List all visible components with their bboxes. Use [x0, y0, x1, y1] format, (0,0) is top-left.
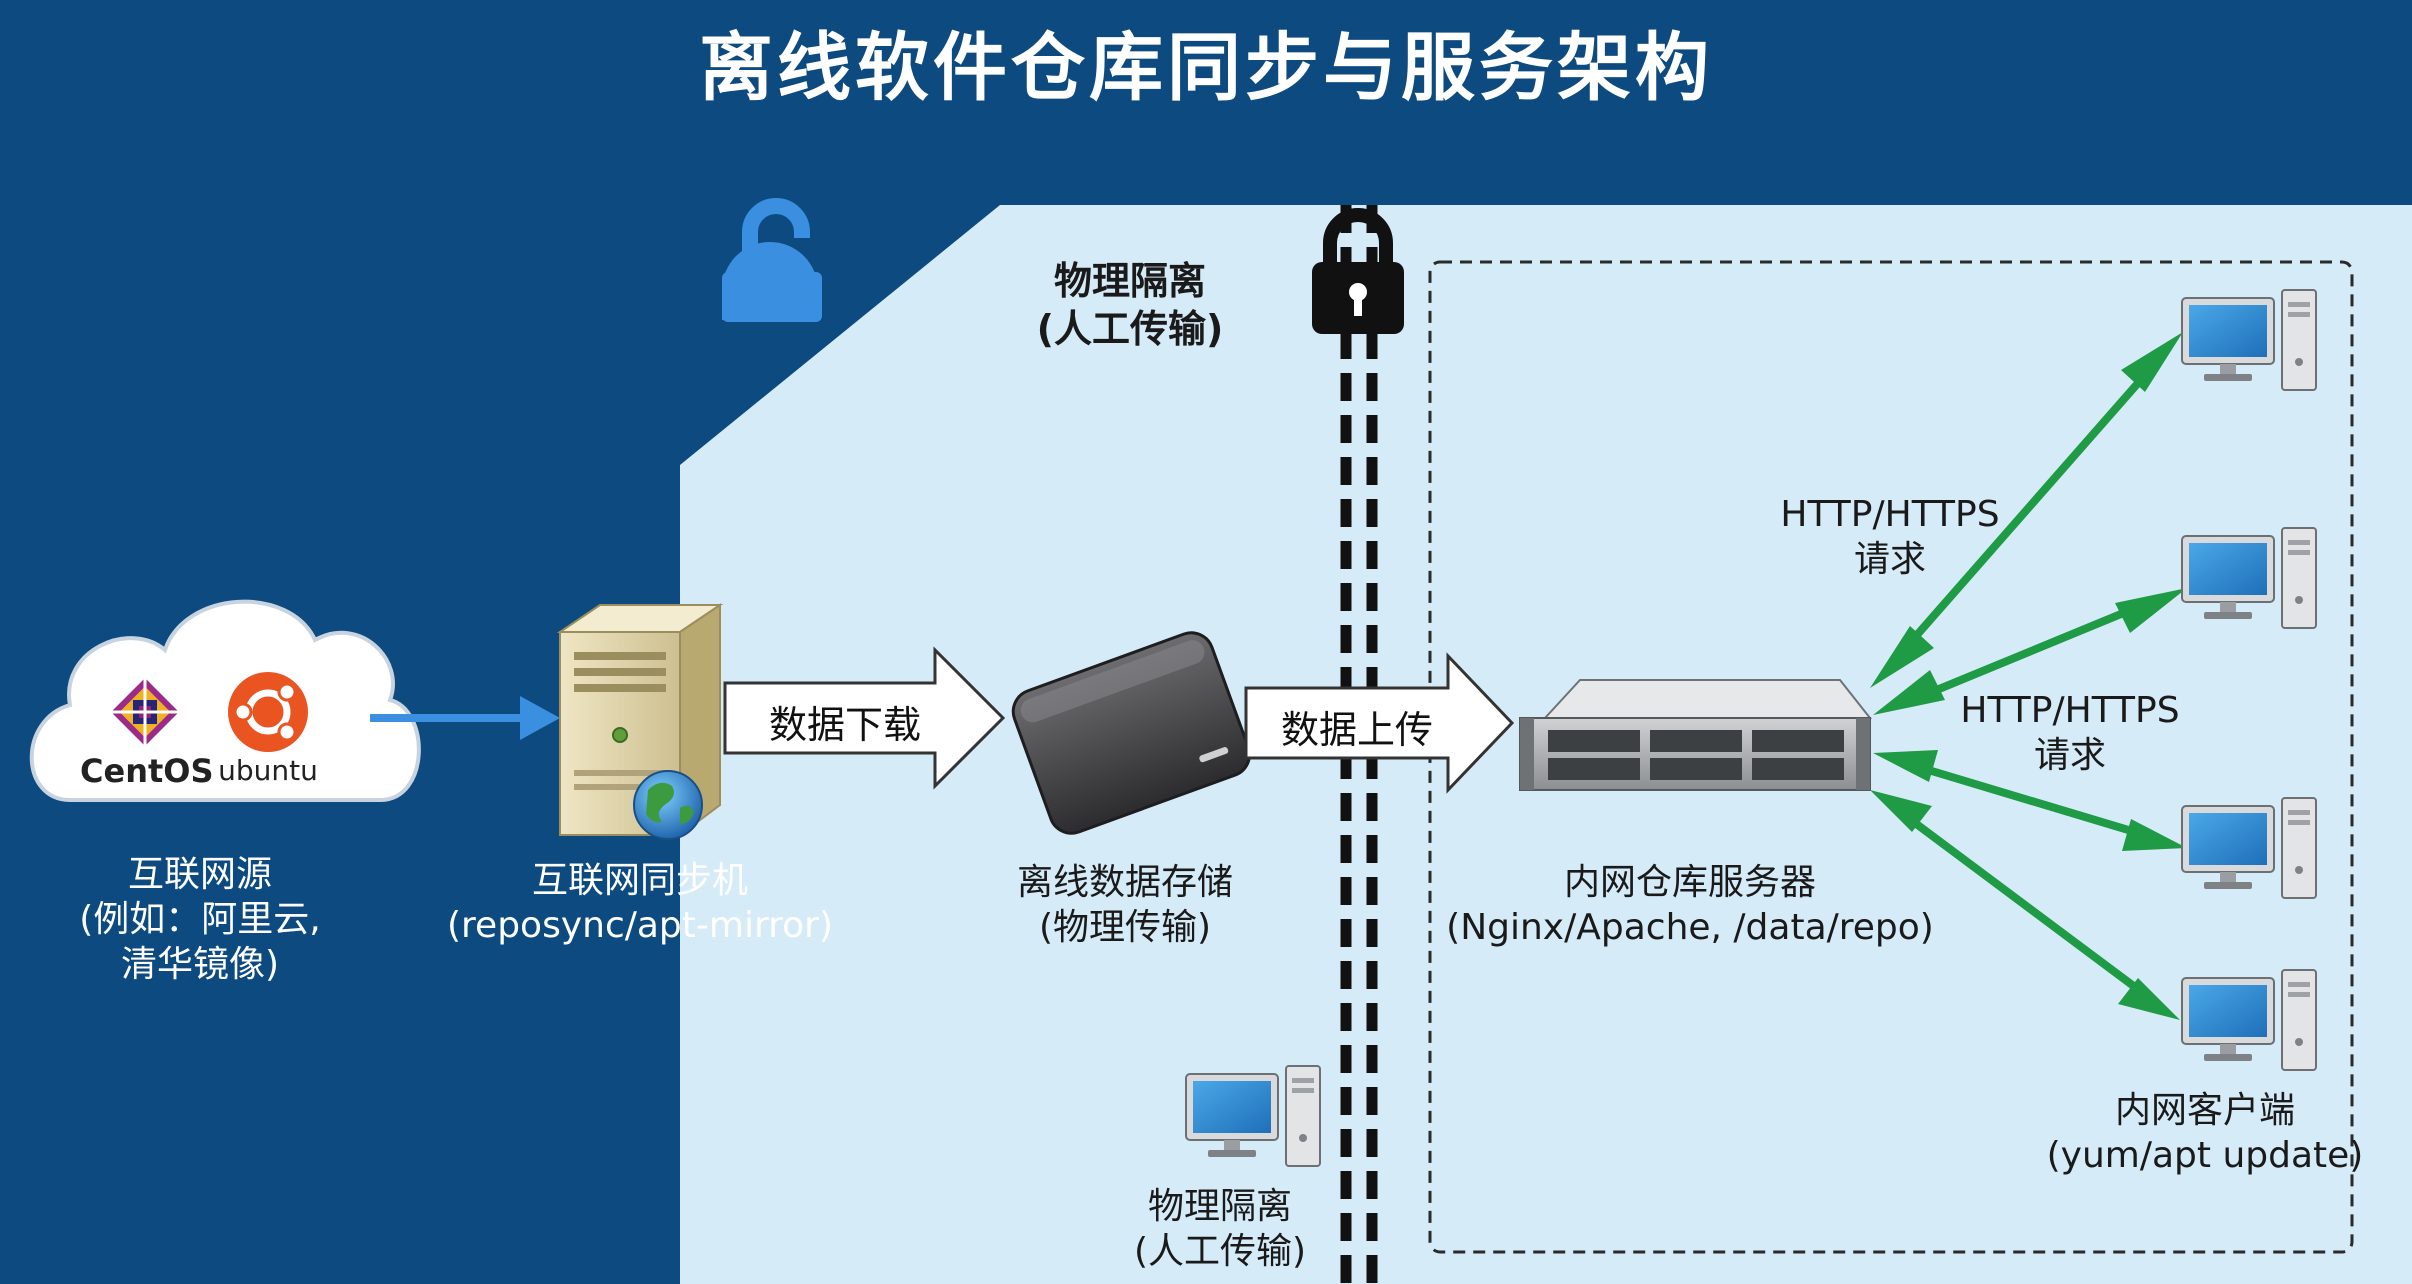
ubuntu-logo	[228, 672, 308, 752]
external-drive-icon	[1011, 631, 1252, 835]
http-arrow-4-head-b	[2118, 978, 2180, 1020]
http-arrow-3-head-b	[2122, 819, 2187, 851]
upload-arrow-label: 数据上传	[1280, 708, 1433, 752]
globe-icon	[633, 770, 703, 840]
download-arrow-label: 数据下载	[768, 703, 921, 747]
diagram-title: 离线软件仓库同步与服务架构	[699, 25, 1713, 111]
http-label-2: HTTP/HTTPS 请求	[1960, 690, 2180, 776]
rack-server-icon	[1519, 679, 1873, 791]
http-arrow-2-head-a	[1873, 670, 1945, 715]
download-arrow	[723, 646, 1006, 790]
http-label-1: HTTP/HTTPS 请求	[1780, 494, 2000, 580]
http-arrow-4	[1892, 804, 2158, 1006]
http-arrow-3	[1903, 759, 2157, 842]
upload-arrow	[1244, 652, 1515, 794]
http-arrow-1-head-b	[2121, 332, 2183, 392]
closed-lock-icon	[1312, 208, 1404, 334]
isolation-label-top: 物理隔离 (人工传输)	[1036, 259, 1224, 351]
sync-arrow	[370, 696, 560, 740]
http-arrow-4-head-a	[1870, 790, 1932, 832]
isolation-label-bottom: 物理隔离 (人工传输)	[1133, 1186, 1307, 1272]
http-arrow-3-head-a	[1873, 750, 1938, 782]
http-arrow-2	[1903, 596, 2157, 707]
http-arrow-1-head-a	[1870, 626, 1934, 688]
cloud-icon	[29, 599, 421, 802]
repo-server-label: 内网仓库服务器 (Nginx/Apache, /data/repo)	[1446, 862, 1934, 948]
http-arrows	[1870, 332, 2187, 1020]
clients-label: 内网客户端 (yum/apt update)	[2046, 1090, 2364, 1176]
http-arrow-2-head-b	[2115, 588, 2187, 633]
sync-machine-label: 互联网同步机 (reposync/apt-mirror)	[446, 860, 833, 946]
offline-storage-label: 离线数据存储 (物理传输)	[1016, 862, 1233, 948]
internet-source-label: 互联网源 (例如：阿里云, 清华镜像)	[79, 854, 321, 985]
ubuntu-logo-text: ubuntu	[218, 754, 318, 787]
open-lock-icon	[722, 198, 822, 322]
http-arrow-1	[1891, 355, 2164, 663]
centos-logo-text: CentOS	[80, 752, 214, 790]
